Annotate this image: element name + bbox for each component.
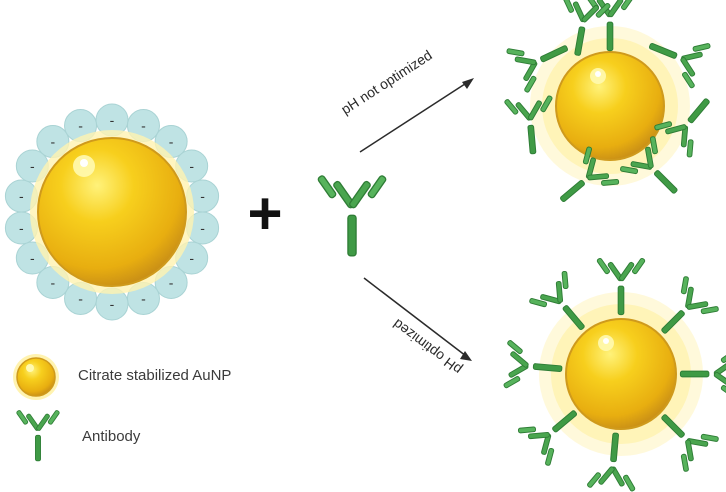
citrate-charge: - — [189, 250, 194, 266]
citrate-charge: - — [78, 290, 83, 306]
citrate-charge: - — [30, 158, 35, 174]
legend-nanoparticle-label: Citrate stabilized AuNP — [78, 367, 232, 384]
legend-antibody-label: Antibody — [82, 428, 141, 445]
nanoparticle-highlight-dot — [80, 159, 88, 167]
citrate-charge: - — [110, 296, 115, 312]
citrate-charge: - — [200, 220, 205, 236]
arrow-bottom — [363, 277, 472, 361]
citrate-charge: - — [141, 118, 146, 134]
citrate-ion: - — [4, 179, 38, 213]
citrate-charge: - — [78, 118, 83, 134]
antibody-free — [316, 174, 388, 257]
conjugate-unoptimized-core — [555, 51, 665, 161]
citrate-charge: - — [189, 158, 194, 174]
citrate-stabilized-nanoparticle: ------------------ — [4, 103, 220, 321]
citrate-charge: - — [51, 274, 56, 290]
citrate-charge: - — [141, 290, 146, 306]
plus-sign: + — [247, 180, 282, 247]
conjugate-optimized-core — [565, 318, 677, 430]
citrate-charge: - — [169, 274, 174, 290]
nanoparticle-core — [37, 137, 187, 287]
citrate-charge: - — [19, 188, 24, 204]
legend — [13, 354, 61, 462]
conjugate-optimized — [502, 257, 726, 492]
citrate-ion: - — [186, 211, 220, 245]
conjugate-unoptimized — [503, 0, 726, 220]
legend-nanoparticle-icon — [16, 357, 56, 397]
legend-antibody-icon — [15, 409, 61, 462]
citrate-charge: - — [51, 134, 56, 150]
citrate-charge: - — [110, 112, 115, 128]
arrow-top — [359, 78, 474, 153]
citrate-charge: - — [19, 220, 24, 236]
citrate-charge: - — [200, 188, 205, 204]
citrate-charge: - — [169, 134, 174, 150]
citrate-charge: - — [30, 250, 35, 266]
